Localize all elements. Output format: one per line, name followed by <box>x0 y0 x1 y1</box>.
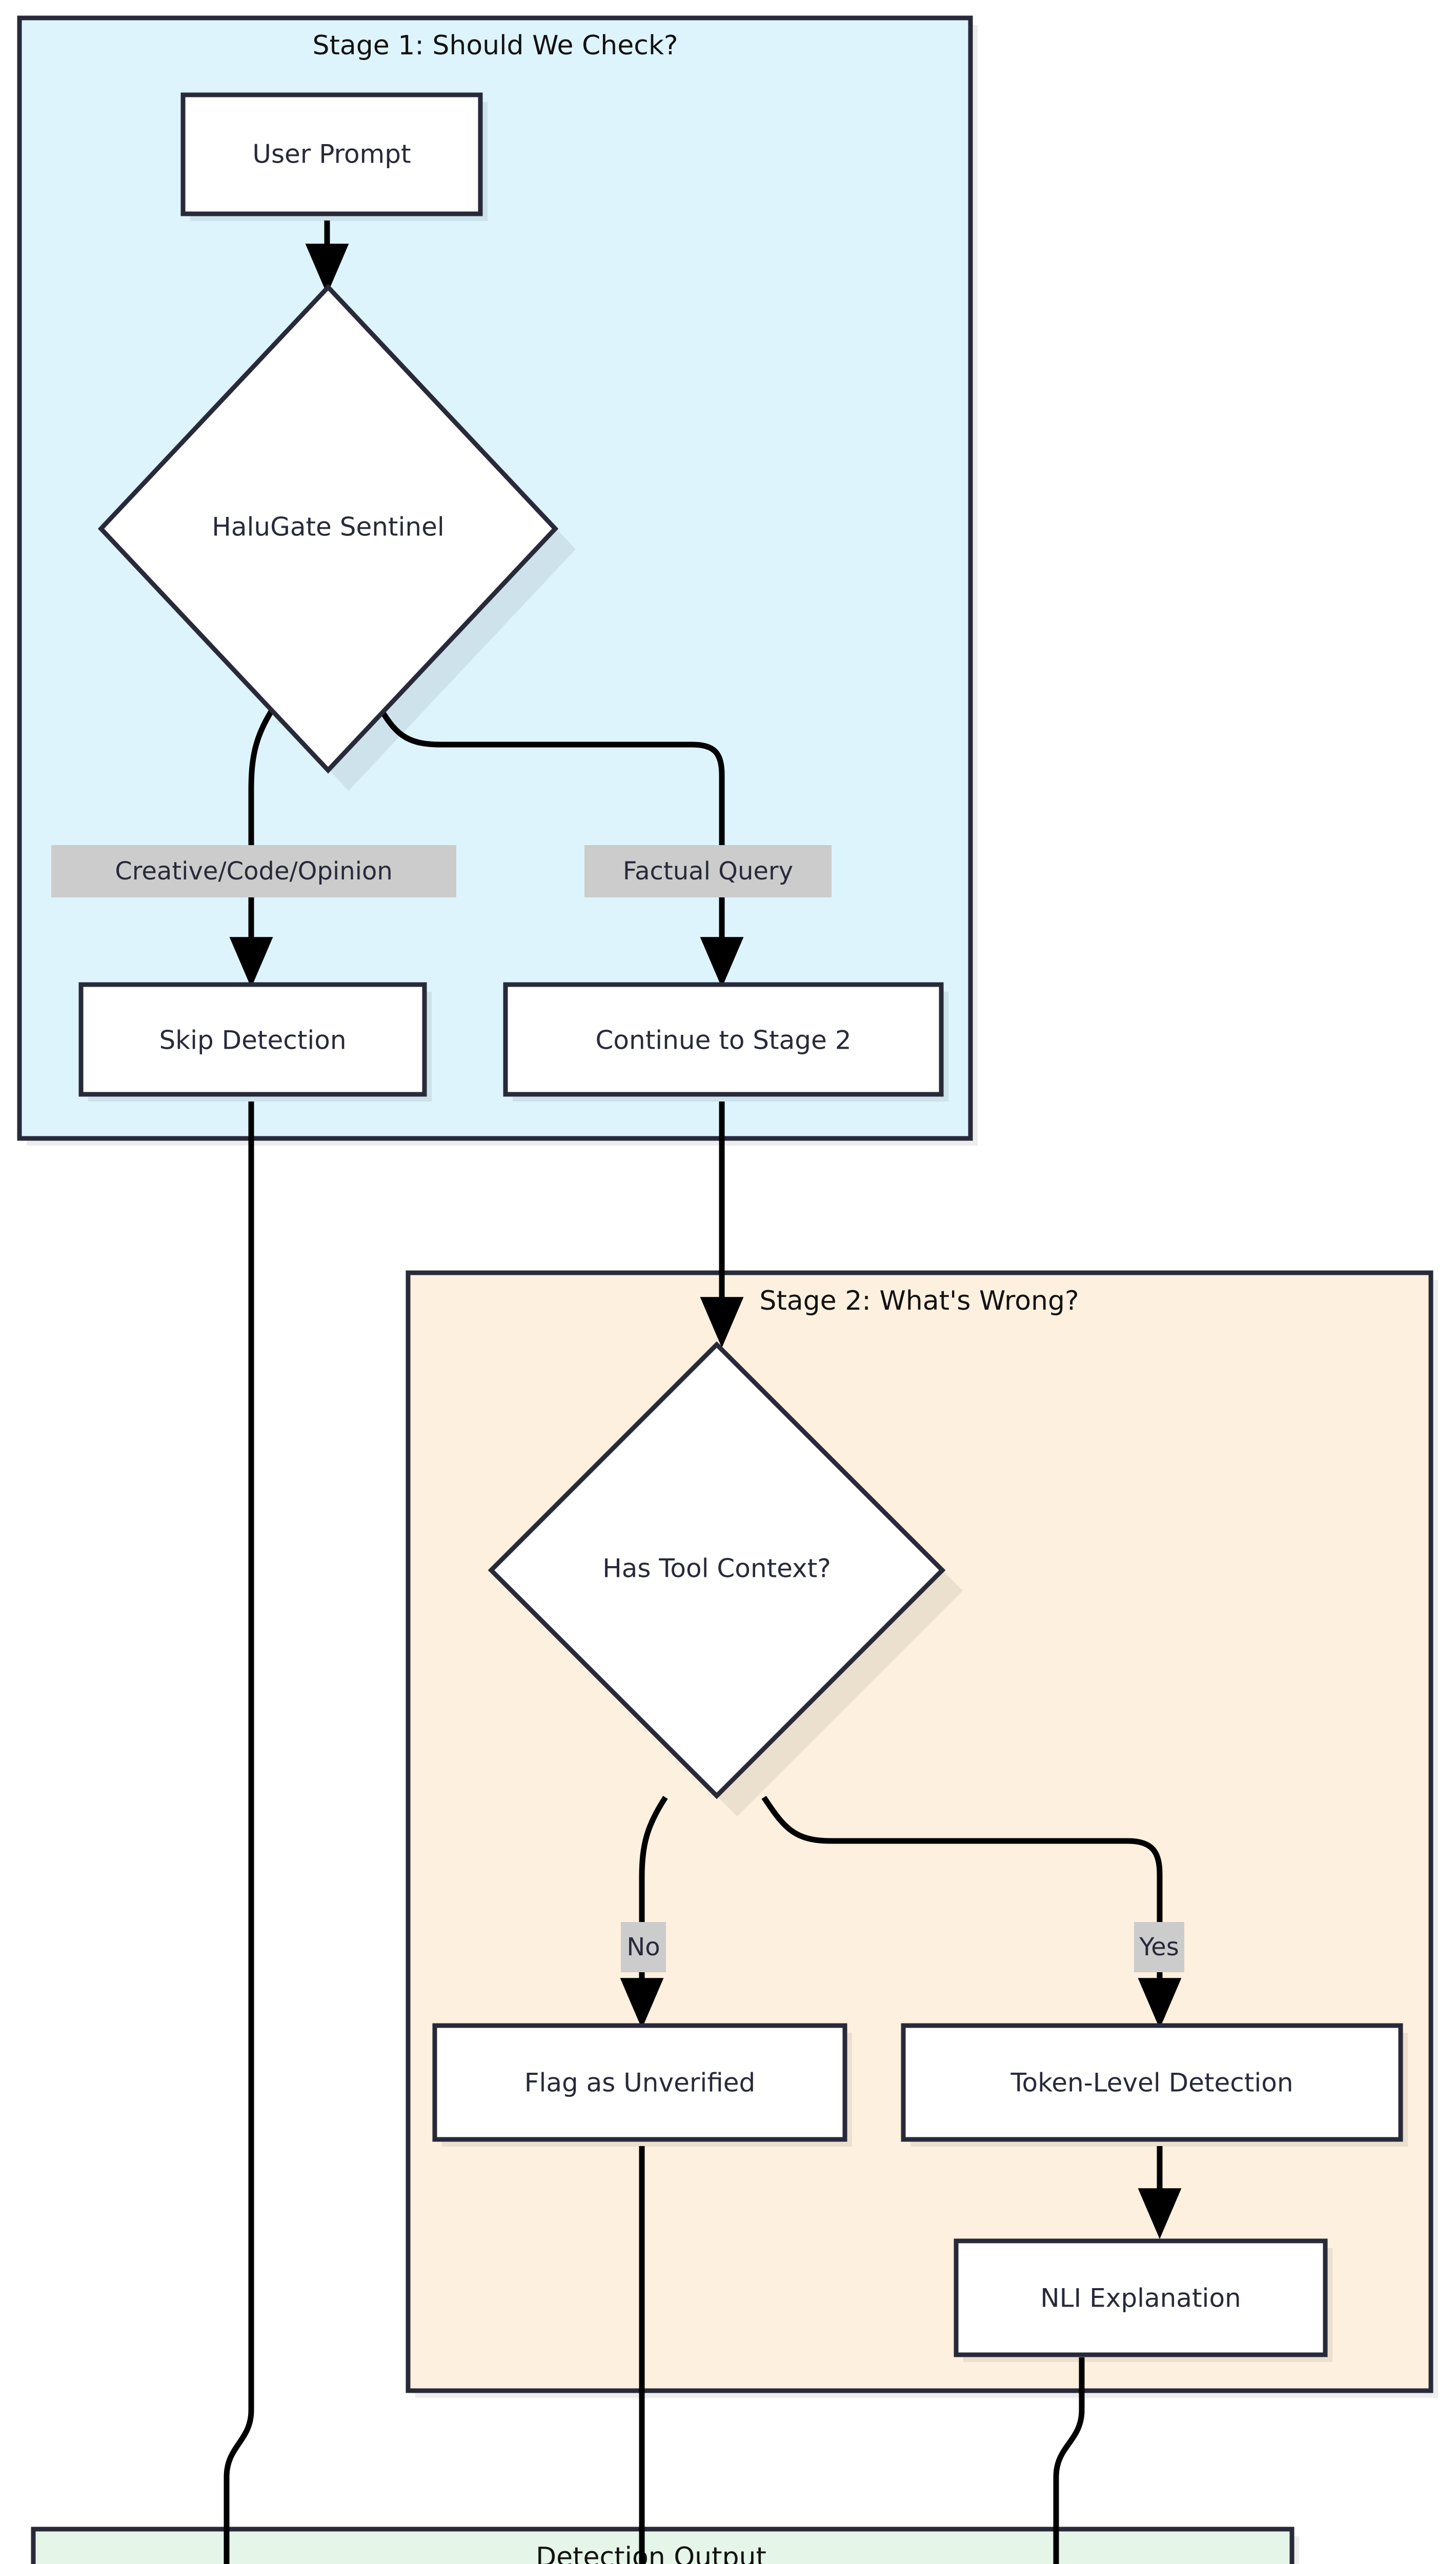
halugate-label: HaluGate Sentinel <box>212 512 444 542</box>
edge-label-factual: Factual Query <box>584 845 832 897</box>
halugate-diamond[interactable] <box>97 284 559 774</box>
continue-label: Continue to Stage 2 <box>596 1026 852 1055</box>
node-user-prompt[interactable]: User Prompt <box>180 92 488 221</box>
node-has-tool-context[interactable]: Has Tool Context? <box>488 1341 963 1816</box>
no-label-text: No <box>626 1933 660 1961</box>
stage2-container <box>406 1270 1433 2393</box>
edges-layer <box>224 221 1182 2564</box>
edge-halugate-to-continue <box>374 701 744 988</box>
token-box[interactable] <box>901 2023 1403 2142</box>
skip-box[interactable] <box>78 982 427 1097</box>
has-tool-label: Has Tool Context? <box>602 1554 831 1584</box>
edge-nli-to-report <box>1053 2357 1085 2564</box>
nli-label: NLI Explanation <box>1040 2283 1241 2313</box>
node-halugate-sentinel[interactable]: HaluGate Sentinel <box>97 284 576 791</box>
cluster-stage2: Stage 2: What's Wrong? <box>406 1270 1438 2398</box>
node-flag-unverified[interactable]: Flag as Unverified <box>432 2023 852 2147</box>
output-container <box>31 2527 1295 2564</box>
stage1-title: Stage 1: Should We Check? <box>312 30 678 61</box>
edge-halugate-to-skip <box>229 700 279 988</box>
edge-has-tool-to-token <box>761 1795 1182 2029</box>
node-skip-detection[interactable]: Skip Detection <box>78 982 432 1101</box>
node-token-level-detection[interactable]: Token-Level Detection <box>901 2023 1408 2147</box>
stage2-title: Stage 2: What's Wrong? <box>759 1286 1079 1316</box>
flag-box[interactable] <box>432 2023 847 2142</box>
node-continue-stage2[interactable]: Continue to Stage 2 <box>503 982 948 1101</box>
token-label: Token-Level Detection <box>1010 2068 1293 2098</box>
edge-skip-to-pass <box>224 1101 254 2564</box>
edge-label-no: No <box>621 1922 666 1972</box>
has-tool-diamond[interactable] <box>488 1341 946 1799</box>
user-prompt-label: User Prompt <box>252 139 411 169</box>
yes-label-text: Yes <box>1139 1933 1179 1961</box>
creative-label-bg <box>51 845 456 897</box>
flag-label: Flag as Unverified <box>524 2068 756 2098</box>
output-title: Detection Output <box>536 2542 766 2564</box>
edge-has-tool-to-flag <box>620 1795 668 2029</box>
cluster-output: Detection Output <box>31 2527 1299 2564</box>
node-nli-explanation[interactable]: NLI Explanation <box>954 2238 1332 2362</box>
edge-label-yes: Yes <box>1134 1922 1184 1972</box>
continue-box[interactable] <box>503 982 944 1097</box>
user-prompt-box[interactable] <box>180 92 483 216</box>
factual-label-bg <box>584 845 832 897</box>
edge-label-creative: Creative/Code/Opinion <box>51 845 456 897</box>
yes-label-bg <box>1134 1922 1184 1972</box>
creative-label-text: Creative/Code/Opinion <box>115 857 393 886</box>
nli-box[interactable] <box>954 2238 1328 2357</box>
skip-label: Skip Detection <box>159 1026 346 1055</box>
factual-label-text: Factual Query <box>623 857 793 886</box>
no-label-bg <box>621 1922 666 1972</box>
